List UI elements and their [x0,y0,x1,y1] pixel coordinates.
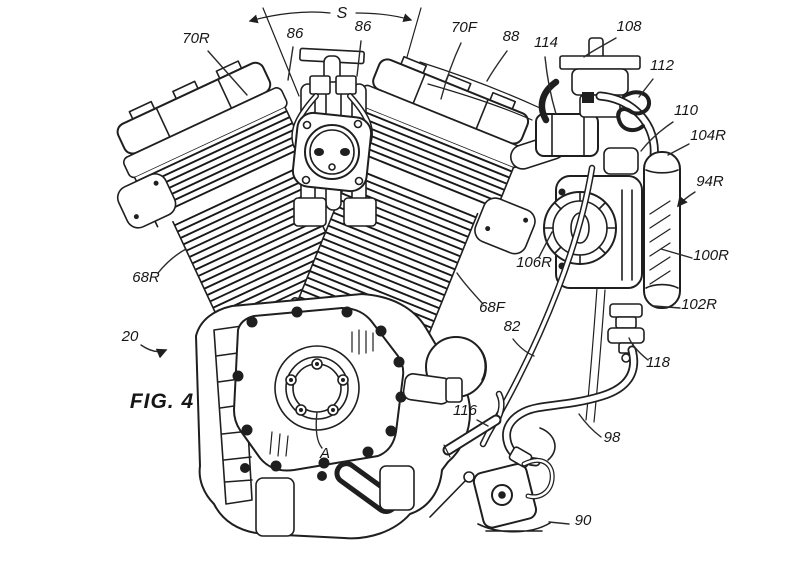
leader-82 [512,338,535,357]
ref-label-88: 88 [503,28,520,45]
ref-label-20: 20 [121,328,139,345]
ref-label-70R: 70R [182,30,210,47]
ref-label-110: 110 [674,102,699,119]
ref-label-86-right: 86 [355,18,372,35]
leader-102R [653,305,681,309]
leader-90 [548,521,570,525]
ref-label-118: 118 [646,354,671,371]
leader-94R [677,191,696,208]
ref-label-A: A [319,445,330,462]
engine-drawing [116,7,681,540]
retainer-clip-112 [616,90,651,133]
oil-pump [543,175,643,289]
leader-88 [486,50,508,82]
ref-label-102R: 102R [681,296,717,313]
ref-label-span-s: S [337,5,348,22]
leader-108 [583,37,617,58]
leader-104R [667,143,690,156]
rear-head-fins [136,110,305,219]
ref-label-100R: 100R [693,247,729,264]
breather-boss [402,336,487,405]
cam-cover-bolts [232,306,407,472]
ref-label-70F: 70F [451,19,478,36]
ref-label-98: 98 [604,429,621,446]
cover-edge-lines [419,61,541,121]
top-center-bracket [291,47,373,149]
ref-label-90: 90 [575,512,592,529]
drain-fittings-118 [607,303,645,363]
ref-label-108: 108 [616,18,642,35]
ref-label-114: 114 [534,34,558,51]
leader-70R [207,50,248,96]
leader-68R [157,248,187,274]
oil-filter-canister [643,151,681,309]
leader-116 [476,419,489,427]
front-head-side-cover [474,197,536,255]
front-head-fins [342,108,513,210]
ref-label-94R: 94R [696,173,724,190]
crankcase [195,293,487,540]
ref-label-68R: 68R [132,269,160,286]
ref-label-82: 82 [504,318,521,335]
ref-label-106R: 106R [516,254,552,271]
leader-86-right [356,40,362,77]
ref-label-112: 112 [650,57,675,74]
leader-20 [140,344,168,359]
leader-100R [660,248,693,259]
ref-label-86-left: 86 [287,25,304,42]
throttle-flange [291,111,373,193]
leader-86-left [287,46,294,81]
leader-A [315,411,323,449]
ref-label-116: 116 [453,402,478,419]
leader-110 [640,121,674,152]
cable-guide [538,78,560,124]
cable-pair [585,287,606,423]
ref-label-104R: 104R [690,127,726,144]
reference-annotations: S 70R 86 86 70F 88 114 108 112 110 104R 94R 100R 102R… [121,5,729,529]
rear-head-side-cover [116,173,177,229]
leader-112 [638,78,654,98]
leader-118 [628,337,649,361]
bracket-90 [429,427,556,533]
shading-hatches [269,329,374,457]
leader-106R [538,231,553,258]
ref-label-fig-caption: FIG. 4 [130,390,194,413]
right-assembly [419,37,681,467]
leader-98 [578,413,602,438]
leader-68F [456,272,484,305]
ref-label-68F: 68F [479,299,506,316]
leader-114 [544,56,557,115]
leader-70F [440,42,462,100]
